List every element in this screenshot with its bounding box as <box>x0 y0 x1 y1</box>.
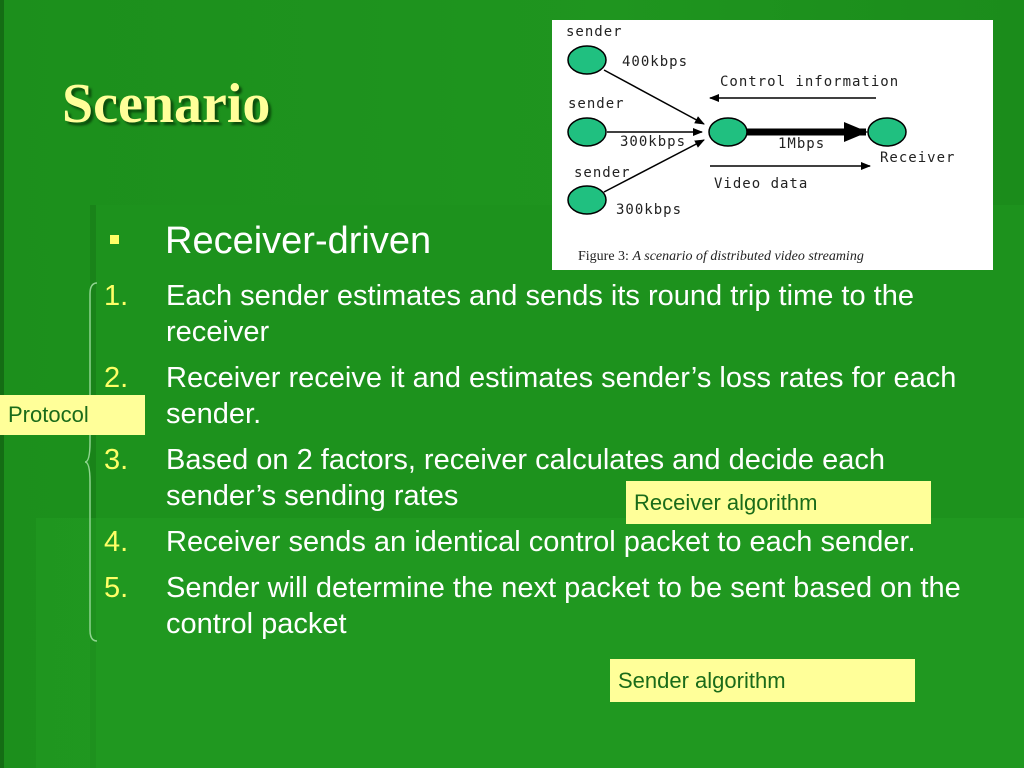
square-bullet-icon <box>110 235 119 244</box>
scenario-figure: sender 400kbps sender 300kbps sender 300… <box>552 20 993 270</box>
curly-brace-icon <box>84 282 98 642</box>
figure-caption-text: A scenario of distributed video streamin… <box>632 249 864 264</box>
list-item: 2. Receiver receive it and estimates sen… <box>104 360 964 432</box>
sender-node-1 <box>567 45 607 75</box>
list-item-number: 2. <box>104 362 129 394</box>
relay-node <box>708 117 748 147</box>
protocol-steps-list: 1. Each sender estimates and sends its r… <box>104 278 964 652</box>
list-item: 5. Sender will determine the next packet… <box>104 570 964 642</box>
arrow-sender1 <box>603 69 705 125</box>
sender-label-1: sender <box>566 24 623 40</box>
figure-caption: Figure 3: A scenario of distributed vide… <box>578 249 864 265</box>
list-item: 4. Receiver sends an identical control p… <box>104 524 964 560</box>
receiver-label: Receiver <box>880 150 955 166</box>
list-item-number: 4. <box>104 526 129 558</box>
list-item-number: 5. <box>104 572 129 604</box>
rate-label-2: 300kbps <box>620 134 686 150</box>
sender-label-2: sender <box>568 96 625 112</box>
list-item-number: 3. <box>104 444 129 476</box>
slide-edge-strip <box>0 0 4 768</box>
rate-label-3: 300kbps <box>616 202 682 218</box>
background-panel-lower <box>36 518 1024 768</box>
sender-node-2 <box>567 117 607 147</box>
control-information-label: Control information <box>720 74 899 90</box>
list-item-text: Receiver receive it and estimates sender… <box>166 362 957 430</box>
list-item-text: Each sender estimates and sends its roun… <box>166 280 914 348</box>
arrow-sender3 <box>603 139 705 193</box>
list-item-text: Sender will determine the next packet to… <box>166 572 961 640</box>
network-diagram: sender 400kbps sender 300kbps sender 300… <box>566 24 955 218</box>
sender-node-3 <box>567 185 607 215</box>
sender-label-3: sender <box>574 165 631 181</box>
rate-label-1: 400kbps <box>622 54 688 70</box>
protocol-label: Protocol <box>0 395 145 435</box>
list-item: 3. Based on 2 factors, receiver calculat… <box>104 442 964 514</box>
bullet-text: Receiver-driven <box>165 220 432 262</box>
list-item-number: 1. <box>104 280 129 312</box>
receiver-algorithm-label: Receiver algorithm <box>626 481 931 524</box>
list-item: 1. Each sender estimates and sends its r… <box>104 278 964 350</box>
figure-caption-prefix: Figure 3: <box>578 249 629 264</box>
video-data-label: Video data <box>714 176 808 192</box>
receiver-node <box>867 117 907 147</box>
sender-algorithm-label: Sender algorithm <box>610 659 915 702</box>
slide-title: Scenario <box>62 73 271 135</box>
list-item-text: Based on 2 factors, receiver calculates … <box>166 444 885 512</box>
bandwidth-label: 1Mbps <box>778 136 825 152</box>
list-item-text: Receiver sends an identical control pack… <box>166 526 916 558</box>
